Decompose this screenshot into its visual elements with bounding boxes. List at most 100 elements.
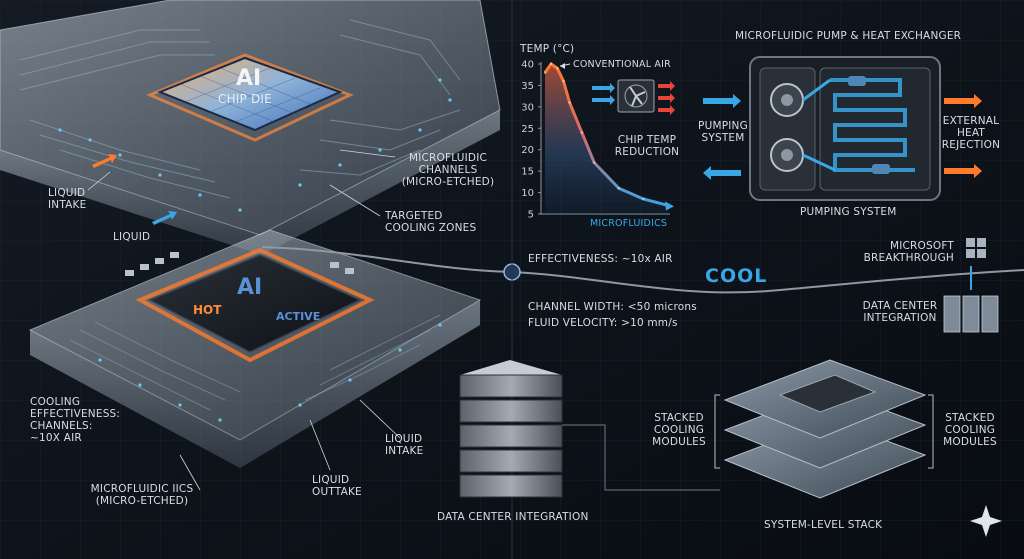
chart-point xyxy=(617,187,620,190)
pointer-lines xyxy=(87,149,401,491)
top-chip-title: AI xyxy=(236,66,262,91)
pump-heat-exchanger xyxy=(703,56,982,201)
hot-glow xyxy=(135,247,375,363)
microsoft-breakthrough-label: MICROSOFT BREAKTHROUGH xyxy=(863,240,954,264)
effectiveness-label: EFFECTIVENESS: ~10x AIR xyxy=(528,253,673,265)
valve-top xyxy=(848,76,866,86)
temp-reduction-label: CHIP TEMP REDUCTION xyxy=(614,134,680,158)
hot-chip xyxy=(148,254,362,353)
microfluidic-iics-label: MICROFLUIDIC IICS (MICRO-ETCHED) xyxy=(90,483,194,507)
bottom-chip-assembly xyxy=(28,229,482,468)
top-chip-assembly xyxy=(0,0,501,255)
top-plate-edge-right xyxy=(260,110,500,255)
server-unit-1 xyxy=(459,374,563,398)
server-caption: DATA CENTER INTEGRATION xyxy=(437,511,589,523)
bottom-chip-title: AI xyxy=(237,275,263,300)
chart-point xyxy=(549,62,553,66)
chart-line-arrowhead xyxy=(665,201,674,211)
microfluidics-label: MICROFLUIDICS xyxy=(590,218,668,229)
active-label: ACTIVE xyxy=(276,310,321,323)
chart-point xyxy=(556,67,559,70)
bottom-intake-label: LIQUID INTAKE xyxy=(385,433,424,457)
chart-ytick-label: 10 xyxy=(521,188,534,199)
chart-ytick-label: 5 xyxy=(528,210,534,221)
cool-label: COOL xyxy=(705,265,768,287)
pump-hub-bottom xyxy=(781,149,793,161)
bottom-plate-edge-left xyxy=(30,330,240,468)
chart-point xyxy=(580,131,584,134)
external-heat-label: EXTERNAL HEAT REJECTION xyxy=(941,115,1001,151)
pumping-system-caption: PUMPING SYSTEM xyxy=(800,206,897,218)
stack-left-bracket xyxy=(714,394,720,469)
chart-point xyxy=(543,71,547,74)
pump-title: MICROFLUIDIC PUMP & HEAT EXCHANGER xyxy=(735,30,962,42)
microsoft-icon xyxy=(966,238,986,258)
chart-series-line xyxy=(543,61,669,207)
fluid-velocity-label: FLUID VELOCITY: >10 mm/s xyxy=(528,317,678,329)
exchanger-bay xyxy=(819,67,931,191)
pump-inflow-arrow xyxy=(703,94,741,108)
chart-point xyxy=(568,101,571,104)
server-to-stack-line xyxy=(562,424,720,491)
server-unit-2 xyxy=(459,399,563,423)
system-stack-caption: SYSTEM-LEVEL STACK xyxy=(764,519,883,531)
cooling-effectiveness-label: COOLING EFFECTIVENESS: CHANNELS: ~10x AI… xyxy=(30,396,121,444)
bottom-coolant-dots xyxy=(98,323,442,422)
chart-point xyxy=(593,161,596,164)
server-unit-5 xyxy=(459,474,563,498)
top-coolant-dots xyxy=(58,78,452,212)
pump-return-arrow xyxy=(703,166,741,180)
intake-arrows xyxy=(92,154,117,168)
chart-ytick-label: 20 xyxy=(521,145,534,156)
heat-out-arrow-bottom xyxy=(944,164,982,178)
system-level-stack xyxy=(714,359,934,499)
bottom-components xyxy=(125,252,354,276)
stack-right-label: STACKED COOLING MODULES xyxy=(943,412,997,448)
cooling-flow-line xyxy=(261,246,1024,294)
chart-point xyxy=(562,79,565,83)
sparkle-icon xyxy=(970,505,1002,537)
chart-ytick-label: 35 xyxy=(521,81,534,92)
air-out-arrows xyxy=(658,81,675,115)
top-die-glow xyxy=(146,53,354,142)
pumping-system-side-label: PUMPING SYSTEM xyxy=(698,120,748,144)
air-in-arrows xyxy=(592,83,615,105)
outtake-label: LIQUID OUTTAKE xyxy=(312,474,362,498)
pump-feed-lines xyxy=(802,78,836,172)
stack-left-label: STACKED COOLING MODULES xyxy=(652,412,706,448)
chart-point xyxy=(642,197,645,201)
conventional-air-label: CONVENTIONAL AIR xyxy=(573,59,671,70)
heat-out-arrow-top xyxy=(944,94,982,108)
conventional-pointer-head xyxy=(560,63,565,69)
channels-label: MICROFLUIDIC CHANNELS (MICRO-ETCHED) xyxy=(401,152,495,188)
data-center-server-stack xyxy=(459,360,563,498)
liquid-arrows xyxy=(152,211,177,225)
top-plate-edge-left xyxy=(0,150,262,255)
stack-top-chip xyxy=(778,374,877,413)
bottom-plate-edge-right xyxy=(240,300,480,468)
server-rack-icon xyxy=(943,295,999,333)
heat-exchanger-coil xyxy=(830,78,915,172)
data-center-integration-label: DATA CENTER INTEGRATION xyxy=(862,300,938,324)
channel-width-label: CHANNEL WIDTH: <50 microns xyxy=(528,301,697,313)
fan-icon xyxy=(617,79,655,113)
chart-ytick-label: 25 xyxy=(521,124,534,135)
server-unit-4 xyxy=(459,449,563,473)
chart-ytick-label: 15 xyxy=(521,167,534,178)
chip-die-grid xyxy=(179,67,321,123)
chip-die xyxy=(157,56,343,132)
chart-ytick-label: 30 xyxy=(521,102,534,113)
pump-hub-top xyxy=(781,94,793,106)
liquid-label: LIQUID xyxy=(113,231,151,243)
targeted-zones-label: TARGETED COOLING ZONES xyxy=(385,210,477,234)
hot-label: HOT xyxy=(193,303,222,317)
valve-bottom xyxy=(872,164,890,174)
top-intake-label: LIQUID INTAKE xyxy=(48,187,87,211)
chart-area xyxy=(545,64,668,214)
chart-ylabel: TEMP (°C) xyxy=(520,43,575,55)
bottom-channel-traces xyxy=(69,314,441,411)
top-chip-subtitle: CHIP DIE xyxy=(218,92,272,106)
server-unit-3 xyxy=(459,424,563,448)
